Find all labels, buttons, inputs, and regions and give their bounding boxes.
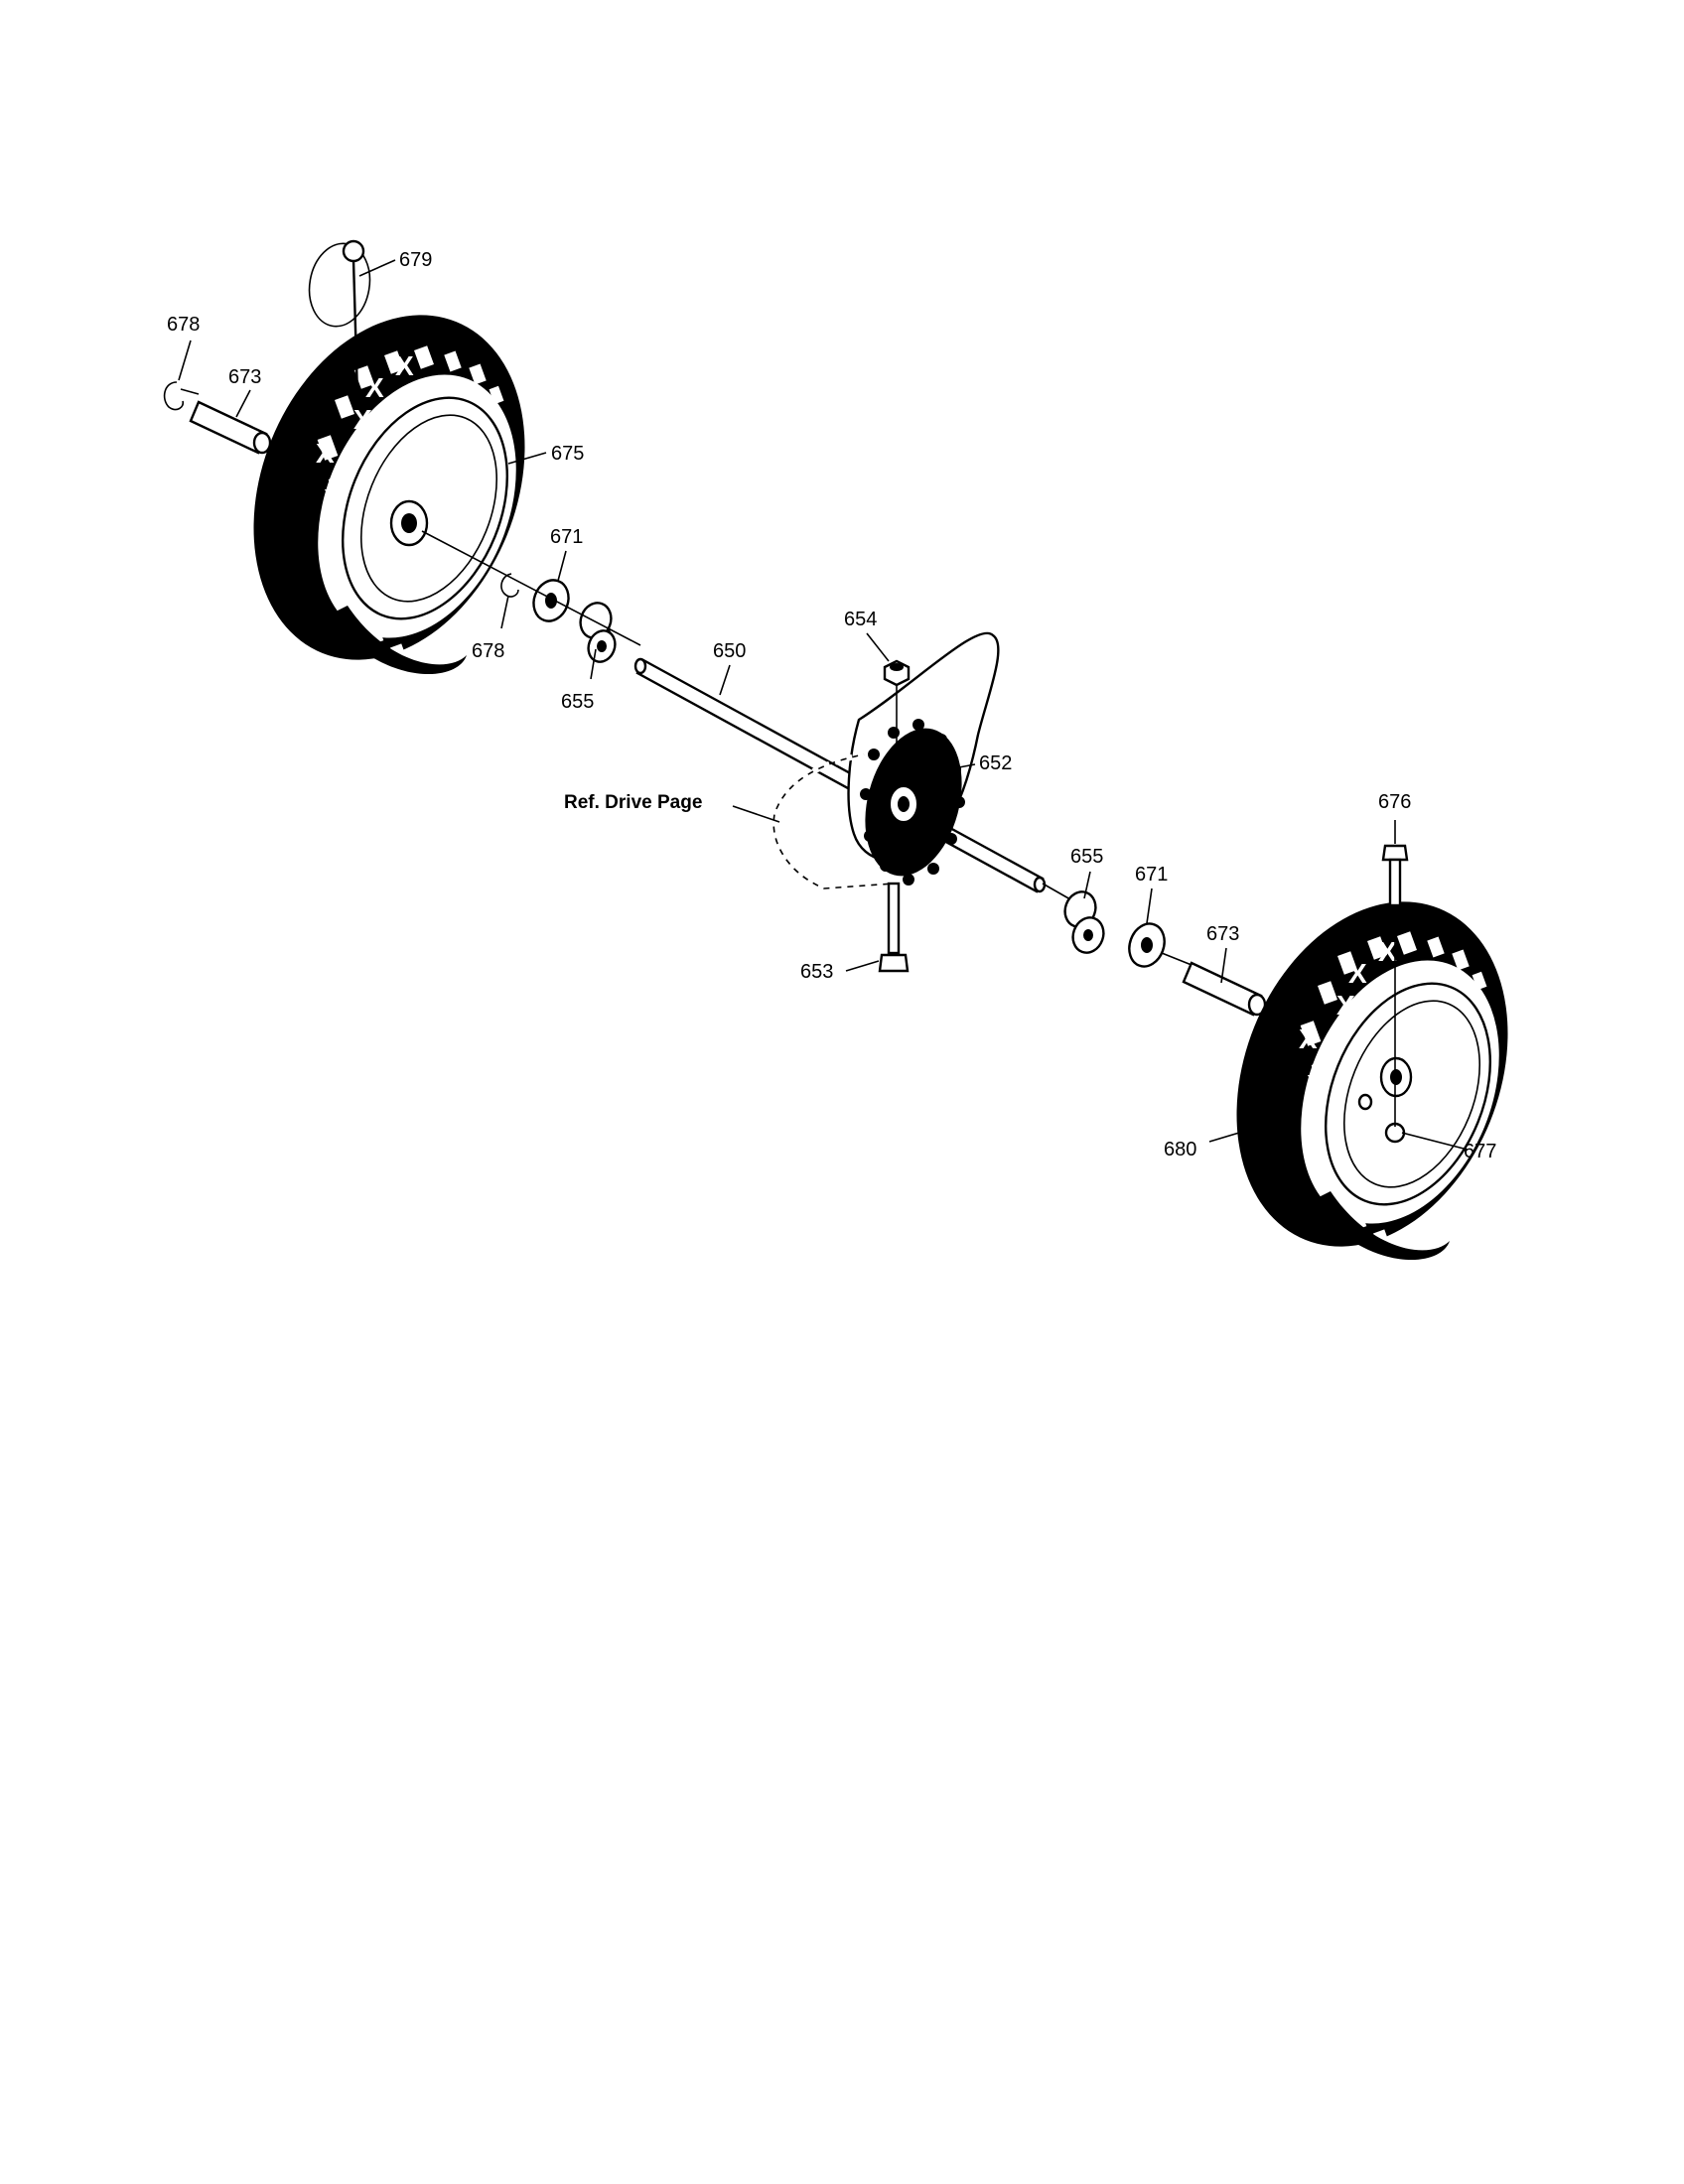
spacer-tube-673-left <box>189 400 299 458</box>
ref-drive-page-label: Ref. Drive Page <box>564 792 702 813</box>
svg-text:X: X <box>1348 958 1367 989</box>
callout-673-left: 673 <box>228 366 261 388</box>
svg-text:X: X <box>1299 1024 1318 1054</box>
svg-text:X: X <box>365 372 384 403</box>
callout-671-right: 671 <box>1135 864 1168 886</box>
callout-671-left: 671 <box>550 526 583 548</box>
bushing-655-left <box>579 602 617 663</box>
ring-pin-679 <box>308 239 371 398</box>
drive-chain <box>771 751 895 892</box>
callout-655-left: 655 <box>561 691 594 713</box>
callout-679: 679 <box>399 249 432 271</box>
callout-650: 650 <box>713 640 746 662</box>
bushing-655-right <box>1063 890 1105 954</box>
callout-675: 675 <box>551 443 584 465</box>
callout-652: 652 <box>979 752 1012 774</box>
svg-text:X: X <box>316 438 335 469</box>
callout-677: 677 <box>1464 1141 1496 1162</box>
callout-653: 653 <box>800 961 833 983</box>
bolt-676 <box>1381 844 1409 1127</box>
callout-678-inner: 678 <box>472 640 504 662</box>
nut-654 <box>883 659 911 754</box>
right-wheel-680: X X X X X X <box>1236 901 1508 1261</box>
left-wheel-675: X X X X X X <box>253 315 525 675</box>
clip-678-inner <box>500 573 519 598</box>
bolt-653 <box>878 882 910 973</box>
callout-655-right: 655 <box>1070 846 1103 868</box>
callout-676: 676 <box>1378 791 1411 813</box>
callout-680: 680 <box>1164 1139 1196 1160</box>
svg-text:X: X <box>1378 936 1397 967</box>
svg-text:X: X <box>395 350 414 381</box>
callout-673-right: 673 <box>1206 923 1239 945</box>
clip-678-left <box>163 381 200 411</box>
callout-654: 654 <box>844 609 877 630</box>
washer-671-left <box>532 579 570 622</box>
leader-lines <box>178 259 1469 1151</box>
callout-labels: 679 678 673 675 671 678 655 650 654 652 … <box>167 249 1496 1162</box>
callout-678-outer: 678 <box>167 314 200 336</box>
washer-671-right <box>1128 922 1166 968</box>
